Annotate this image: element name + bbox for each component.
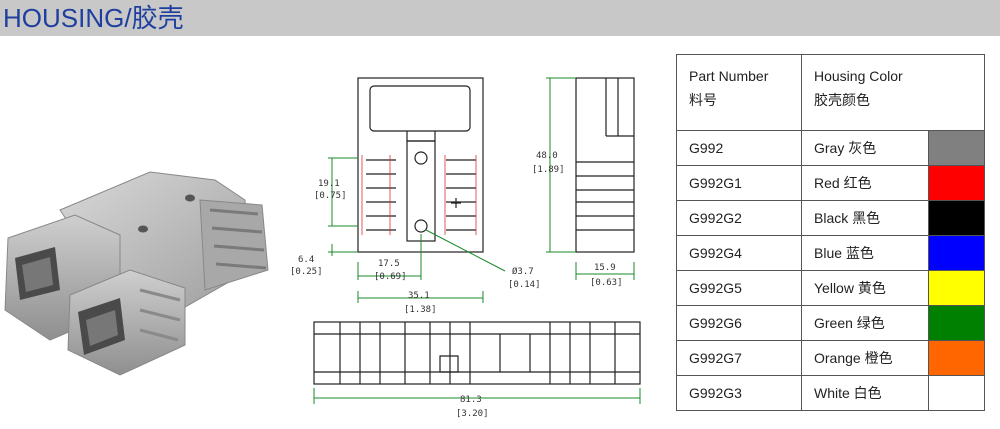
dim-48-0: 48.0 (536, 151, 558, 161)
dim-19-1-in: [0.75] (314, 191, 347, 201)
dim-48-0-in: [1.89] (532, 165, 565, 175)
color-name-cell: Gray 灰色 (801, 130, 929, 166)
table-row: G992G1 Red 红色 (676, 165, 986, 201)
dim-6-4: 6.4 (298, 255, 314, 265)
header-bar: HOUSING/胶壳 (0, 0, 1000, 36)
part-number-cell: G992G7 (676, 340, 802, 376)
part-number-cell: G992G1 (676, 165, 802, 201)
side-view-outline (575, 77, 635, 253)
dim-81-3-in: [3.20] (456, 409, 489, 419)
color-swatch (927, 270, 986, 306)
part-number-cell: G992G5 (676, 270, 802, 306)
dim-19-1: 19.1 (318, 179, 340, 189)
color-swatch (927, 375, 986, 411)
color-swatch (927, 200, 986, 236)
dim-35-1: 35.1 (408, 291, 430, 301)
color-name-cell: Orange 橙色 (801, 340, 929, 376)
housing-color-table: Part Number 料号 Housing Color 胶壳颜色 G992 G… (676, 54, 986, 411)
color-swatch (927, 340, 986, 376)
part-number-cell: G992G3 (676, 375, 802, 411)
table-row: G992 Gray 灰色 (676, 130, 986, 166)
color-swatch (927, 235, 986, 271)
part-number-cell: G992G2 (676, 200, 802, 236)
color-swatch (927, 305, 986, 341)
table-row: G992G4 Blue 蓝色 (676, 235, 986, 271)
dim-15-9: 15.9 (594, 263, 616, 273)
part-number-cell: G992 (676, 130, 802, 166)
color-swatch (927, 130, 986, 166)
connector-photo (4, 171, 269, 376)
color-name-cell: Yellow 黄色 (801, 270, 929, 306)
dim-17-5-in: [0.69] (374, 272, 407, 282)
color-name-cell: Blue 蓝色 (801, 235, 929, 271)
page-title: HOUSING/胶壳 (3, 3, 184, 33)
part-number-cell: G992G4 (676, 235, 802, 271)
color-name-cell: Black 黑色 (801, 200, 929, 236)
top-view-outline (313, 321, 641, 385)
color-name-cell: Green 绿色 (801, 305, 929, 341)
dim-35-1-in: [1.38] (404, 305, 437, 315)
table-row: G992G3 White 白色 (676, 375, 986, 411)
table-row: G992G7 Orange 橙色 (676, 340, 986, 376)
table-row: G992G2 Black 黑色 (676, 200, 986, 236)
table-header-row: Part Number 料号 Housing Color 胶壳颜色 (676, 54, 985, 131)
dim-3-7-in: [0.14] (508, 280, 541, 290)
dim-15-9-in: [0.63] (590, 278, 623, 288)
header-housing-color: Housing Color 胶壳颜色 (801, 54, 985, 131)
table-row: G992G5 Yellow 黄色 (676, 270, 986, 306)
header-part-number: Part Number 料号 (676, 54, 802, 131)
dimension-drawing: 19.1 [0.75] 6.4 [0.25] 17.5 [0.69] 35.1 … (290, 77, 641, 419)
dim-81-3: 81.3 (460, 395, 482, 405)
front-view-outline (357, 77, 484, 253)
dim-6-4-in: [0.25] (290, 267, 323, 277)
color-swatch (927, 165, 986, 201)
color-name-cell: Red 红色 (801, 165, 929, 201)
dim-3-7: Ø3.7 (512, 266, 534, 277)
part-number-cell: G992G6 (676, 305, 802, 341)
color-name-cell: White 白色 (801, 375, 929, 411)
table-row: G992G6 Green 绿色 (676, 305, 986, 341)
dim-17-5: 17.5 (378, 259, 400, 269)
